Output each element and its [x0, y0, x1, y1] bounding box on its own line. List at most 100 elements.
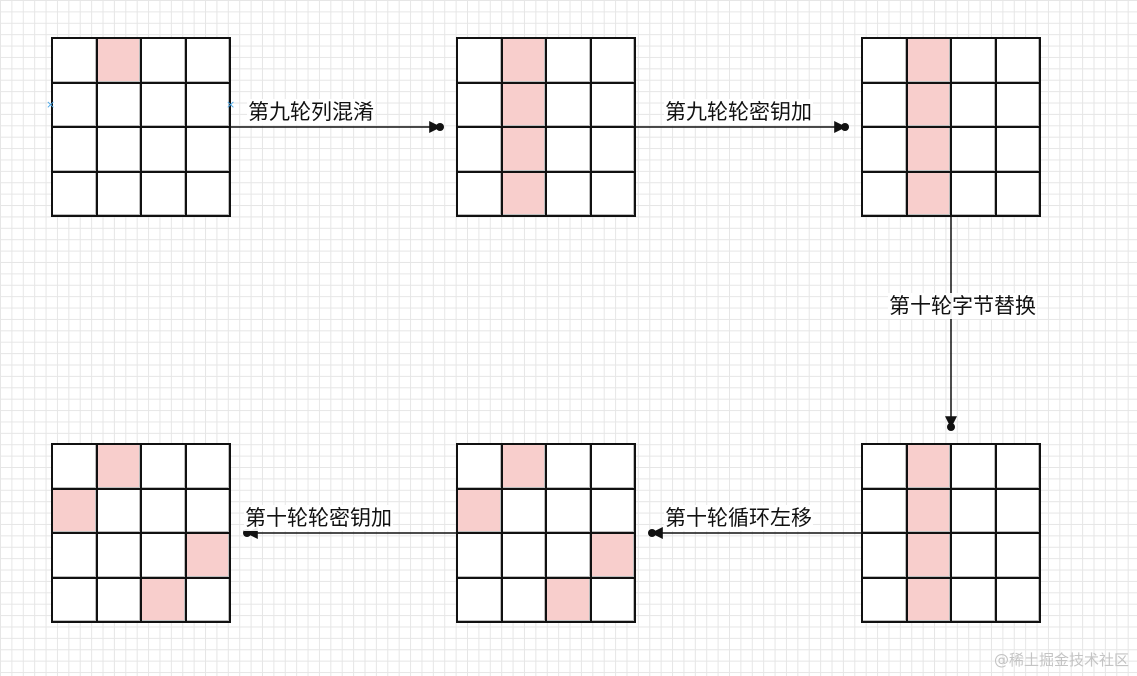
matrix-cell-highlighted	[590, 533, 635, 578]
matrix-cell	[546, 82, 591, 127]
edge-3-endpoint	[947, 423, 955, 431]
matrix-cell	[951, 38, 996, 83]
matrix-cell	[590, 444, 635, 489]
matrix-cell	[590, 171, 635, 216]
matrix-cell-highlighted	[501, 38, 546, 83]
selection-anchor-right[interactable]: ×	[226, 98, 236, 111]
matrix-cell	[185, 488, 230, 533]
edge-1-endpoint	[436, 123, 444, 131]
matrix-cell	[951, 82, 996, 127]
edge-label-round9-mixcolumns: 第九轮列混淆	[247, 99, 375, 125]
matrix-cell	[52, 577, 97, 622]
matrix-cell	[546, 488, 591, 533]
edge-2-endpoint	[841, 123, 849, 131]
matrix-cell	[457, 82, 502, 127]
matrix-cell	[185, 38, 230, 83]
matrix-cell	[546, 38, 591, 83]
matrix-cell	[590, 38, 635, 83]
matrix-cell	[995, 444, 1040, 489]
matrix-cell-highlighted	[52, 488, 97, 533]
matrix-cell	[995, 533, 1040, 578]
state-matrix-5[interactable]	[456, 443, 636, 623]
matrix-cell	[862, 38, 907, 83]
matrix-cell	[185, 127, 230, 172]
matrix-cell-highlighted	[96, 444, 141, 489]
matrix-cell	[995, 82, 1040, 127]
matrix-cell	[141, 533, 186, 578]
matrix-cell	[590, 82, 635, 127]
matrix-cell	[951, 444, 996, 489]
matrix-cell	[141, 444, 186, 489]
matrix-cell	[96, 533, 141, 578]
matrix-cell-highlighted	[501, 82, 546, 127]
state-matrix-6[interactable]	[51, 443, 231, 623]
matrix-cell	[995, 171, 1040, 216]
matrix-cell	[862, 444, 907, 489]
matrix-cell-highlighted	[906, 488, 951, 533]
matrix-cell	[995, 488, 1040, 533]
edge-label-round10-subbytes: 第十轮字节替换	[888, 293, 1037, 319]
matrix-cell	[501, 533, 546, 578]
matrix-cell	[52, 533, 97, 578]
edge-label-round10-shiftrows: 第十轮循环左移	[664, 505, 813, 531]
edge-5-endpoint	[243, 529, 251, 537]
state-matrix-3[interactable]	[861, 37, 1041, 217]
matrix-cell-highlighted	[906, 82, 951, 127]
matrix-cell-highlighted	[906, 171, 951, 216]
matrix-cell-highlighted	[96, 38, 141, 83]
matrix-cell	[951, 171, 996, 216]
matrix-cell-highlighted	[906, 127, 951, 172]
matrix-cell	[96, 577, 141, 622]
matrix-cell	[590, 577, 635, 622]
matrix-cell	[590, 488, 635, 533]
matrix-cell	[96, 127, 141, 172]
matrix-cell	[52, 444, 97, 489]
state-matrix-1[interactable]	[51, 37, 231, 217]
matrix-cell	[185, 171, 230, 216]
matrix-cell-highlighted	[906, 444, 951, 489]
state-matrix-2[interactable]	[456, 37, 636, 217]
watermark: @稀土掘金技术社区	[993, 651, 1129, 669]
matrix-cell-highlighted	[906, 38, 951, 83]
matrix-cell	[457, 533, 502, 578]
matrix-cell	[52, 127, 97, 172]
matrix-cell	[457, 127, 502, 172]
matrix-cell	[52, 82, 97, 127]
matrix-cell	[501, 488, 546, 533]
edge-label-round10-addroundkey: 第十轮轮密钥加	[244, 505, 393, 531]
matrix-cell	[96, 171, 141, 216]
matrix-cell	[862, 82, 907, 127]
state-matrix-4[interactable]	[861, 443, 1041, 623]
matrix-cell	[546, 171, 591, 216]
matrix-cell	[546, 444, 591, 489]
matrix-cell	[995, 577, 1040, 622]
selection-anchor-left[interactable]: ×	[46, 98, 56, 111]
matrix-cell	[862, 127, 907, 172]
matrix-cell	[96, 488, 141, 533]
matrix-cell-highlighted	[457, 488, 502, 533]
matrix-cell	[185, 444, 230, 489]
matrix-cell	[141, 82, 186, 127]
matrix-cell	[590, 127, 635, 172]
matrix-cell-highlighted	[906, 577, 951, 622]
matrix-cell	[457, 38, 502, 83]
matrix-cell	[141, 171, 186, 216]
matrix-cell	[185, 577, 230, 622]
matrix-cell	[862, 488, 907, 533]
matrix-cell	[501, 577, 546, 622]
edge-4-endpoint	[648, 529, 656, 537]
matrix-cell	[457, 444, 502, 489]
matrix-cell	[96, 82, 141, 127]
matrix-cell-highlighted	[501, 171, 546, 216]
matrix-cell	[141, 127, 186, 172]
matrix-cell	[995, 38, 1040, 83]
matrix-cell	[546, 533, 591, 578]
matrix-cell	[185, 82, 230, 127]
matrix-cell	[52, 171, 97, 216]
matrix-cell	[141, 488, 186, 533]
matrix-cell-highlighted	[141, 577, 186, 622]
matrix-cell	[995, 127, 1040, 172]
matrix-cell	[862, 577, 907, 622]
